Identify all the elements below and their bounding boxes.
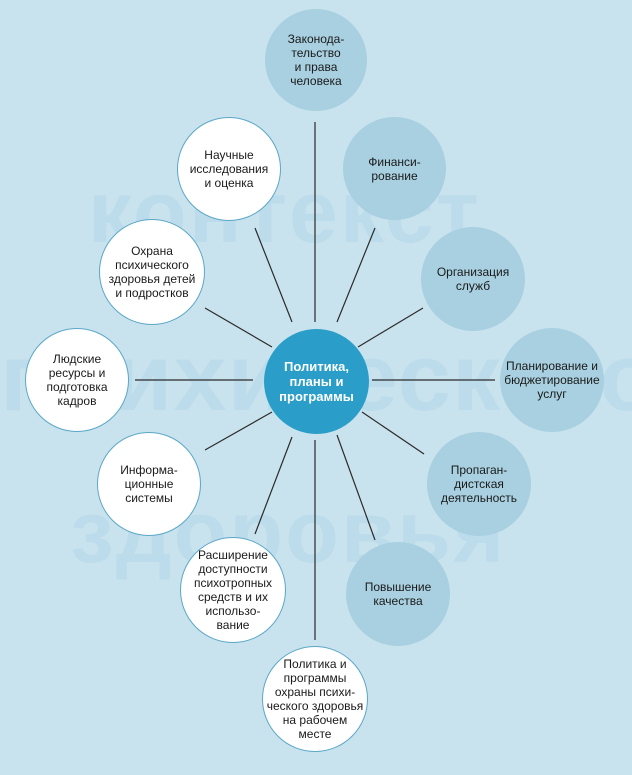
node-services-label: Организация служб	[436, 265, 510, 293]
node-psychotropic: Расширение доступности психотропных сред…	[180, 537, 286, 643]
connector-psychotropic	[254, 436, 293, 535]
node-children: Охрана психического здоровья детей и под…	[99, 219, 205, 325]
node-planning-label: Планирование и бюджетирование услуг	[504, 359, 600, 401]
node-financing: Финанси- рование	[343, 117, 446, 220]
node-workplace-label: Политика и программы охраны психи- ческо…	[266, 657, 364, 741]
connector-quality	[336, 434, 376, 541]
connector-research	[254, 227, 293, 323]
node-legislation: Законода- тельство и права человека	[265, 9, 367, 111]
node-quality-label: Повышение качества	[364, 580, 432, 608]
node-workplace: Политика и программы охраны психи- ческо…	[262, 646, 368, 752]
connector-information	[204, 411, 273, 451]
node-information-label: Информа- ционные системы	[120, 463, 178, 505]
node-legislation-label: Законода- тельство и права человека	[287, 32, 345, 88]
connector-advocacy	[361, 411, 425, 455]
node-planning: Планирование и бюджетирование услуг	[500, 328, 604, 432]
node-information: Информа- ционные системы	[97, 432, 201, 536]
node-children-label: Охрана психического здоровья детей и под…	[108, 244, 196, 300]
center-node-label: Политика, планы и программы	[279, 359, 354, 404]
node-research-label: Научные исследования и оценка	[189, 148, 269, 190]
node-advocacy: Пропаган- дистская деятельность	[427, 432, 531, 536]
node-quality: Повышение качества	[346, 542, 450, 646]
node-hr-label: Людские ресурсы и подготовка кадров	[46, 352, 108, 408]
node-research: Научные исследования и оценка	[177, 117, 281, 221]
node-hr: Людские ресурсы и подготовка кадров	[25, 328, 129, 432]
connector-children	[204, 307, 273, 348]
connector-services	[357, 307, 424, 348]
node-services: Организация служб	[421, 227, 525, 331]
node-advocacy-label: Пропаган- дистская деятельность	[440, 463, 518, 505]
connector-financing	[336, 227, 376, 323]
node-financing-label: Финанси- рование	[368, 154, 421, 183]
center-node: Политика, планы и программы	[264, 329, 369, 434]
node-psychotropic-label: Расширение доступности психотропных сред…	[193, 548, 273, 632]
